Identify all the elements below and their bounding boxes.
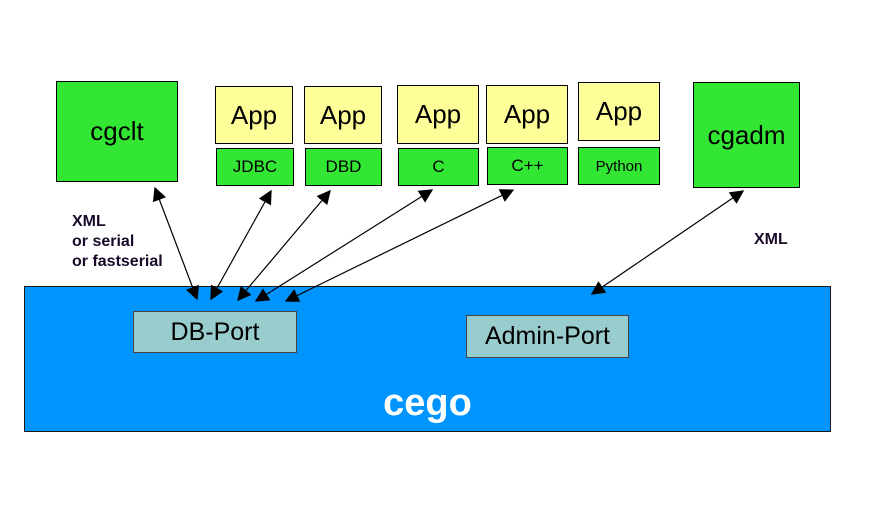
right-protocol-note: XML	[754, 231, 788, 248]
app-box-dbd: App	[304, 86, 382, 144]
lang-box-dbd: DBD	[305, 148, 382, 186]
arrow-cpp-db-port	[284, 189, 515, 302]
left-protocol-note: XML or serial or fastserial	[72, 212, 163, 272]
left-note-line-3: or fastserial	[72, 253, 163, 270]
admin-port-box: Admin-Port	[466, 315, 629, 358]
app-box-c: App	[397, 85, 479, 144]
left-note-line-2: or serial	[72, 233, 135, 250]
cgadm-client-box: cgadm	[693, 82, 800, 188]
cgclt-client-box: cgclt	[56, 81, 178, 182]
cego-server-label: cego	[383, 382, 472, 424]
lang-box-c: C	[398, 148, 479, 186]
arrow-jdbc-db-port	[210, 189, 272, 301]
lang-box-python: Python	[578, 147, 660, 185]
app-box-cpp: App	[486, 85, 568, 144]
arrow-cgclt-db-port	[152, 186, 200, 301]
cego-server-panel	[24, 286, 831, 432]
left-note-line-1: XML	[72, 213, 106, 230]
db-port-box: DB-Port	[133, 311, 297, 353]
arrow-cgadm-admin-port	[590, 190, 745, 295]
lang-box-jdbc: JDBC	[216, 148, 294, 186]
arrow-c-db-port	[254, 189, 434, 302]
lang-box-cpp: C++	[487, 147, 568, 185]
app-box-jdbc: App	[215, 86, 293, 144]
app-box-python: App	[578, 82, 660, 141]
